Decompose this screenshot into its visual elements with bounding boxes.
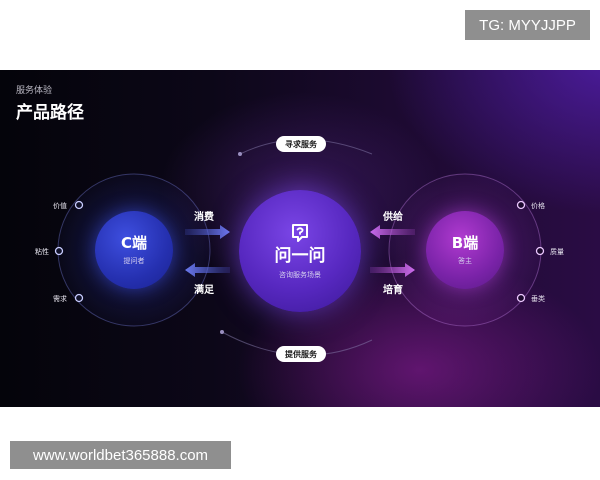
b-end-subtitle: 答主 bbox=[458, 257, 472, 265]
provide-service-pill: 提供服务 bbox=[276, 346, 326, 362]
center-node: 问一问 咨询服务场景 bbox=[239, 190, 361, 312]
right-attr-vertical: 垂类 bbox=[531, 295, 545, 303]
right-attr-dot-1 bbox=[516, 200, 526, 210]
section-subtitle: 服务体验 bbox=[16, 86, 53, 96]
arrow-satisfy bbox=[185, 263, 230, 277]
arrow-consume bbox=[185, 225, 230, 239]
right-attr-quality: 质量 bbox=[550, 248, 564, 256]
b-end-node: B端 答主 bbox=[426, 211, 504, 289]
left-attr-dot-1 bbox=[74, 200, 84, 210]
watermark-bottom-left: www.worldbet365888.com bbox=[10, 441, 231, 469]
right-attr-price: 价格 bbox=[531, 202, 545, 210]
center-title: 问一问 bbox=[274, 246, 326, 266]
c-end-node: C端 提问者 bbox=[95, 211, 173, 289]
arrow-supply bbox=[370, 225, 415, 239]
watermark-top-right: TG: MYYJJPP bbox=[465, 10, 590, 40]
c-end-title: C端 bbox=[120, 234, 147, 252]
flow-label-consume: 消费 bbox=[194, 212, 214, 223]
left-attr-dot-2 bbox=[54, 246, 64, 256]
right-attr-dot-3 bbox=[516, 293, 526, 303]
section-title: 产品路径 bbox=[16, 103, 84, 123]
c-end-subtitle: 提问者 bbox=[123, 257, 145, 265]
left-attr-stickiness: 粘性 bbox=[35, 248, 49, 256]
center-subtitle: 咨询服务场景 bbox=[279, 271, 321, 279]
left-attr-demand: 需求 bbox=[53, 295, 67, 303]
question-bubble-icon bbox=[292, 224, 308, 242]
arrow-cultivate bbox=[370, 263, 415, 277]
left-attr-dot-3 bbox=[74, 293, 84, 303]
b-end-title: B端 bbox=[451, 234, 479, 252]
flow-label-cultivate: 培育 bbox=[383, 285, 403, 296]
bottom-arc-dot bbox=[220, 330, 224, 334]
top-arc-dot bbox=[238, 152, 242, 156]
right-attr-dot-2 bbox=[535, 246, 545, 256]
flow-label-satisfy: 满足 bbox=[194, 285, 214, 296]
flow-label-supply: 供给 bbox=[383, 212, 403, 223]
slide: 服务体验 产品路径 bbox=[0, 70, 600, 407]
seek-service-pill: 寻求服务 bbox=[276, 136, 326, 152]
left-attr-value: 价值 bbox=[53, 202, 67, 210]
